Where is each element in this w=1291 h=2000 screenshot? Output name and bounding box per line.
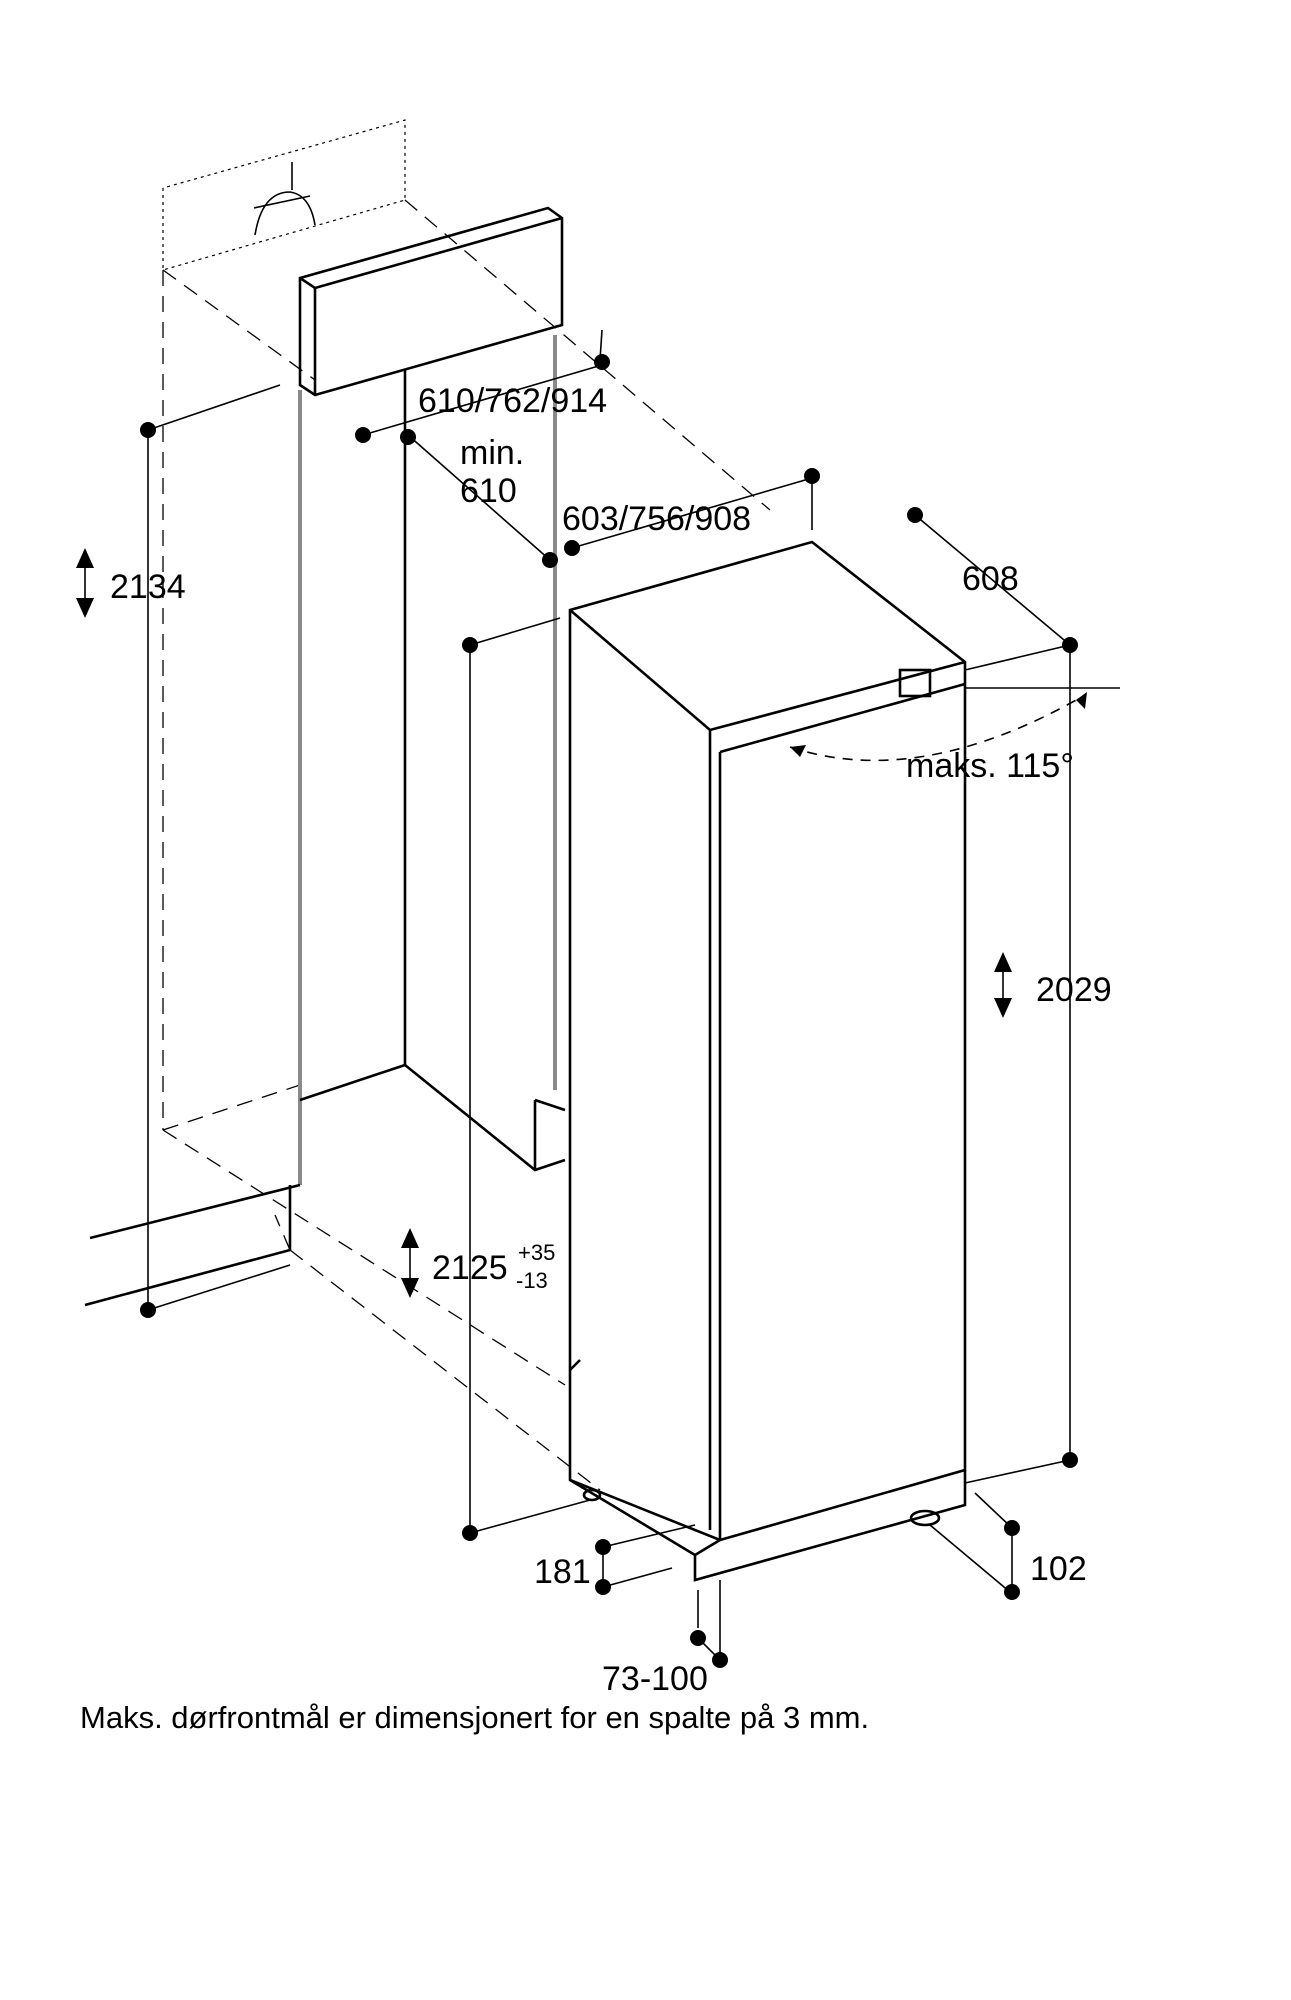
label-niche-height-tol-minus: -13 xyxy=(516,1268,548,1293)
label-appliance-height: 2029 xyxy=(1036,971,1112,1009)
label-niche-depth-min: min. xyxy=(460,434,524,472)
label-niche-height-tol-plus: +35 xyxy=(518,1240,555,1265)
top-cabinet-panel xyxy=(298,206,564,397)
label-ceiling-height: 2134 xyxy=(110,568,186,606)
label-appliance-depth: 608 xyxy=(962,560,1019,598)
floor-lines xyxy=(84,1183,301,1307)
niche-outline xyxy=(162,199,771,1491)
dimension-points xyxy=(140,354,1078,1668)
label-niche-height: 2125 xyxy=(432,1249,508,1287)
label-plinth-depth: 181 xyxy=(534,1553,591,1591)
dimension-lines xyxy=(147,329,1120,1661)
label-plinth-gap: 73-100 xyxy=(602,1660,708,1698)
dimension-labels: 610/762/914 min. 610 603/756/908 608 213… xyxy=(110,382,1112,1698)
label-niche-width: 610/762/914 xyxy=(418,382,607,420)
caption: Maks. dørfrontmål er dimensjonert for en… xyxy=(80,1700,870,1735)
label-door-angle: maks. 115° xyxy=(906,747,1074,785)
label-plinth-height: 102 xyxy=(1030,1550,1087,1588)
side-wall-left xyxy=(298,335,566,1185)
appliance-body xyxy=(568,540,967,1582)
ceiling-outlet-box xyxy=(162,119,406,271)
label-niche-depth-value: 610 xyxy=(460,472,517,510)
height-arrows xyxy=(76,548,1087,1298)
label-appliance-width: 603/756/908 xyxy=(562,500,751,538)
